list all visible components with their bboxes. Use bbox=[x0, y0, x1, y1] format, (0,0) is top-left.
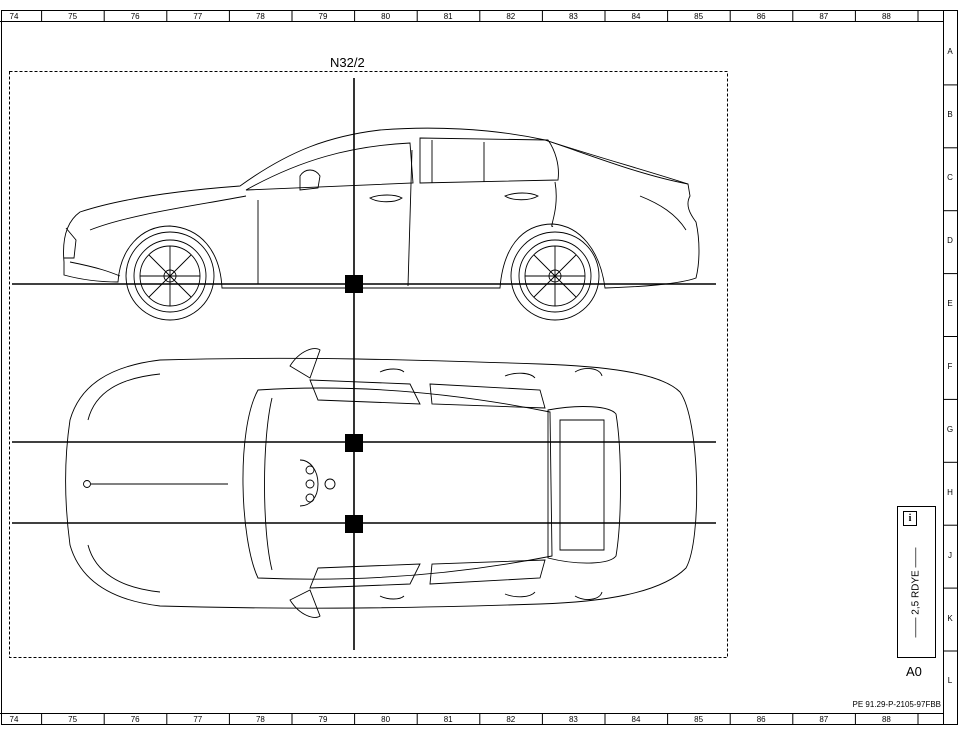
column-label-76: 76 bbox=[130, 12, 140, 21]
row-label-K: K bbox=[947, 613, 953, 623]
row-label-C: C bbox=[947, 173, 953, 183]
connector-marker-top-2 bbox=[345, 515, 363, 533]
column-label-86: 86 bbox=[756, 715, 766, 724]
column-label-75: 75 bbox=[68, 12, 78, 21]
column-label-87: 87 bbox=[819, 715, 829, 724]
column-label-77: 77 bbox=[193, 715, 203, 724]
document-reference: PE 91.29-P-2105-97FBB bbox=[852, 700, 942, 709]
column-label-83: 83 bbox=[568, 715, 578, 724]
column-label-80: 80 bbox=[381, 12, 391, 21]
connector-marker-side bbox=[345, 275, 363, 293]
legend-box: i —— 2,5 RDYE —— bbox=[897, 506, 936, 658]
connector-marker-top-1 bbox=[345, 434, 363, 452]
column-label-80: 80 bbox=[381, 715, 391, 724]
column-label-75: 75 bbox=[68, 715, 78, 724]
column-label-77: 77 bbox=[193, 12, 203, 21]
column-label-86: 86 bbox=[756, 12, 766, 21]
row-label-L: L bbox=[947, 676, 953, 686]
car-side-view bbox=[63, 127, 700, 321]
column-label-85: 85 bbox=[694, 12, 704, 21]
column-label-74: 74 bbox=[9, 715, 19, 724]
row-label-D: D bbox=[947, 236, 953, 246]
row-label-F: F bbox=[947, 361, 953, 371]
wire-spec-label: —— 2,5 RDYE —— bbox=[910, 547, 922, 638]
row-label-J: J bbox=[948, 550, 952, 560]
column-label-87: 87 bbox=[819, 12, 829, 21]
column-label-79: 79 bbox=[318, 715, 328, 724]
column-label-81: 81 bbox=[443, 715, 453, 724]
column-label-82: 82 bbox=[506, 12, 516, 21]
row-label-E: E bbox=[947, 299, 953, 309]
column-label-84: 84 bbox=[631, 12, 641, 21]
reference-lines bbox=[12, 78, 716, 650]
connector-markers bbox=[345, 275, 363, 533]
column-label-88: 88 bbox=[881, 715, 891, 724]
column-label-78: 78 bbox=[255, 12, 265, 21]
column-label-82: 82 bbox=[506, 715, 516, 724]
column-label-83: 83 bbox=[568, 12, 578, 21]
row-label-A: A bbox=[947, 47, 953, 57]
column-label-76: 76 bbox=[130, 715, 140, 724]
row-label-B: B bbox=[947, 110, 953, 120]
column-label-84: 84 bbox=[631, 715, 641, 724]
column-label-81: 81 bbox=[443, 12, 453, 21]
row-label-G: G bbox=[946, 424, 954, 434]
component-label: N32/2 bbox=[330, 55, 365, 70]
info-icon[interactable]: i bbox=[903, 511, 917, 526]
column-label-79: 79 bbox=[318, 12, 328, 21]
column-label-88: 88 bbox=[881, 12, 891, 21]
car-top-view bbox=[65, 348, 698, 618]
column-label-74: 74 bbox=[9, 12, 19, 21]
column-label-78: 78 bbox=[255, 715, 265, 724]
row-label-H: H bbox=[947, 487, 953, 497]
sheet-size: A0 bbox=[906, 664, 922, 679]
column-label-85: 85 bbox=[694, 715, 704, 724]
